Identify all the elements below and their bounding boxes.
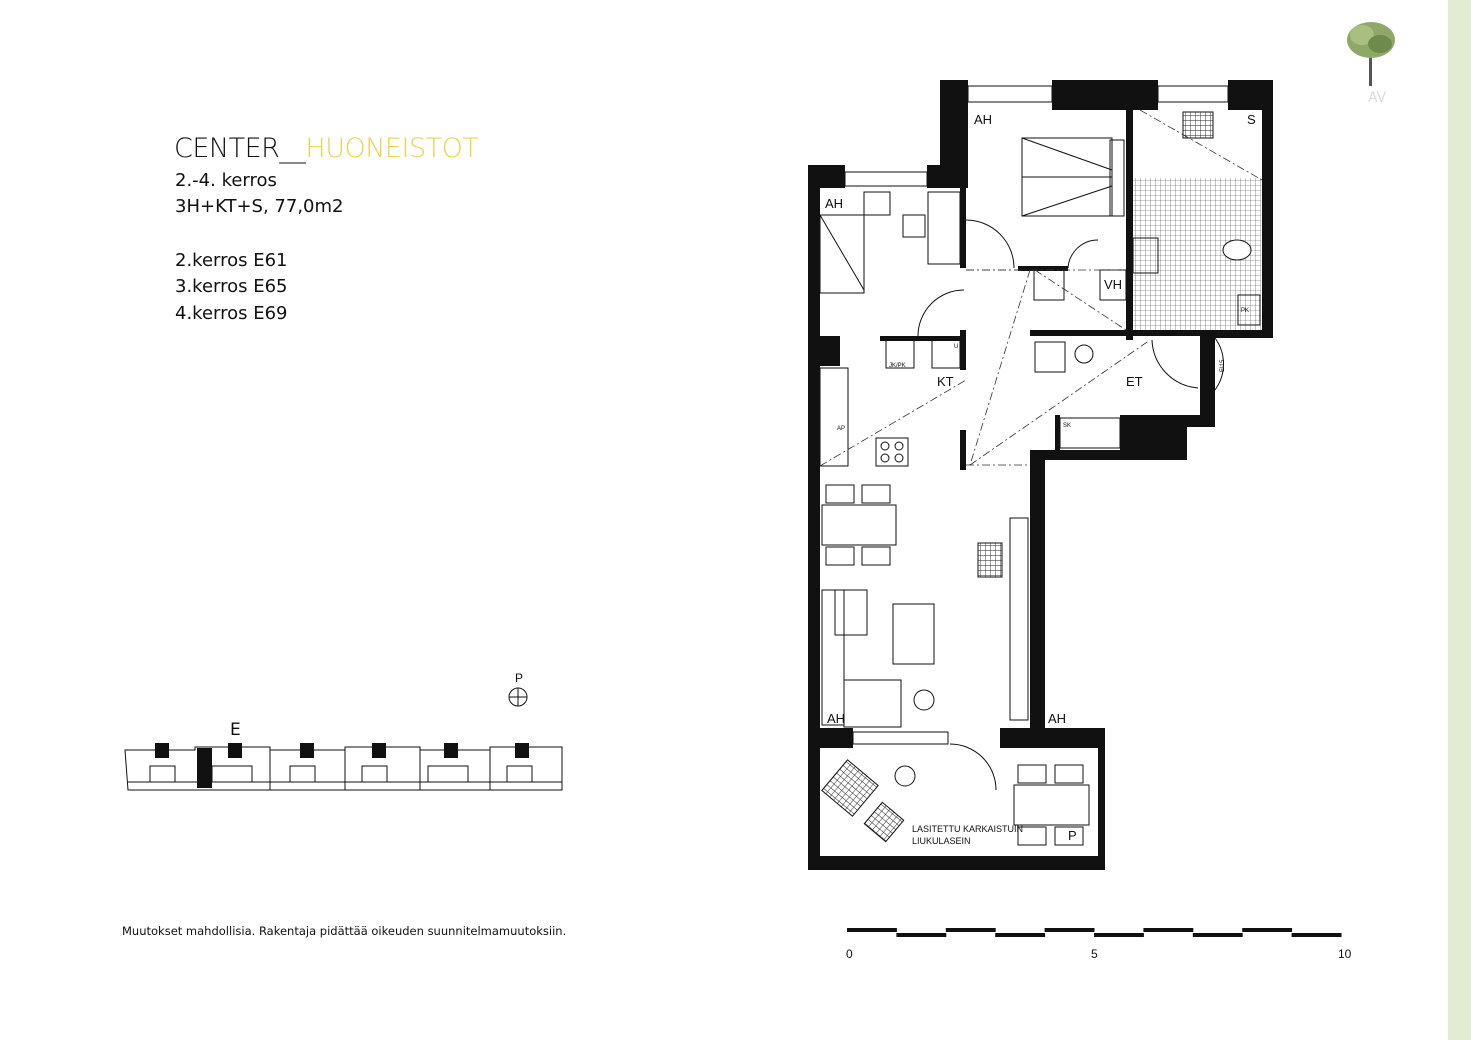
label-ap: AP [837,426,845,432]
room-label-balcony: P [1068,828,1077,843]
room-label-living: AH [827,711,845,726]
scale-label-0: 0 [846,947,853,961]
scale-segment [1044,928,1095,932]
apartment-floor-3: 3.kerros E65 [175,276,288,297]
scale-segment [945,928,996,932]
building-outline [124,746,563,791]
dimension-lines [819,109,1263,467]
scale-segment [1192,933,1243,937]
balcony-note-line1: LASITETTU KARKAISTUIN [912,824,1023,834]
title-center: CENTER__ [174,133,306,164]
scale-bar: 0 5 10 [846,928,1352,961]
logo-text: AV [1368,90,1387,106]
furniture [819,111,1261,846]
label-u: U [954,344,958,350]
stair-label: E [230,720,241,740]
floor-plan: AH S AH VH KT ET AH AH JK/PK U AP SK EI1… [808,80,1273,870]
scale-label-10: 10 [1338,947,1352,961]
scale-segment [1291,933,1342,937]
room-label-living-right: AH [1048,711,1066,726]
north-arrow-icon [508,687,528,707]
highlighted-stair [197,748,212,788]
apartment-floor-2: 2.kerros E61 [175,250,288,271]
scale-segment [1094,933,1144,937]
label-pk: PK [1241,308,1249,314]
scale-segment [847,928,897,932]
unit-dividers [149,750,533,790]
north-label: P [515,671,523,685]
scale-segment [1143,928,1194,932]
label-ei15: EI15 [1220,359,1226,372]
tree-icon [1347,22,1395,86]
label-sk: SK [1063,423,1071,429]
label-jkpk: JK/PK [889,363,906,369]
room-label-small-bedroom: AH [825,196,843,211]
stair-cores [155,743,529,758]
room-label-hall: ET [1126,374,1143,389]
type-area-text: 3H+KT+S, 77,0m2 [175,196,344,217]
scale-segment [995,933,1046,937]
windows [844,85,1229,745]
side-color-strip [1448,0,1471,1040]
room-label-kitchen: KT [937,374,954,389]
apartment-floor-4: 4.kerros E69 [175,303,288,324]
scale-segment [896,933,947,937]
balcony-note-line2: LIUKULASEIN [912,836,971,846]
room-label-bathroom: S [1247,112,1256,127]
disclaimer: Muutokset mahdollisia. Rakentaja pidättä… [122,924,567,938]
room-label-wardrobe: VH [1104,277,1122,292]
floors-text: 2.-4. kerros [175,170,277,191]
room-label-master-bedroom: AH [974,112,992,127]
title-huoneistot: HUONEISTOT [305,133,479,164]
walls [808,80,1273,870]
scale-segment [1242,928,1293,932]
page-title: CENTER__HUONEISTOT [174,133,479,164]
scale-label-5: 5 [1091,947,1098,961]
site-plan: E P [124,671,563,791]
doors [917,219,1224,791]
